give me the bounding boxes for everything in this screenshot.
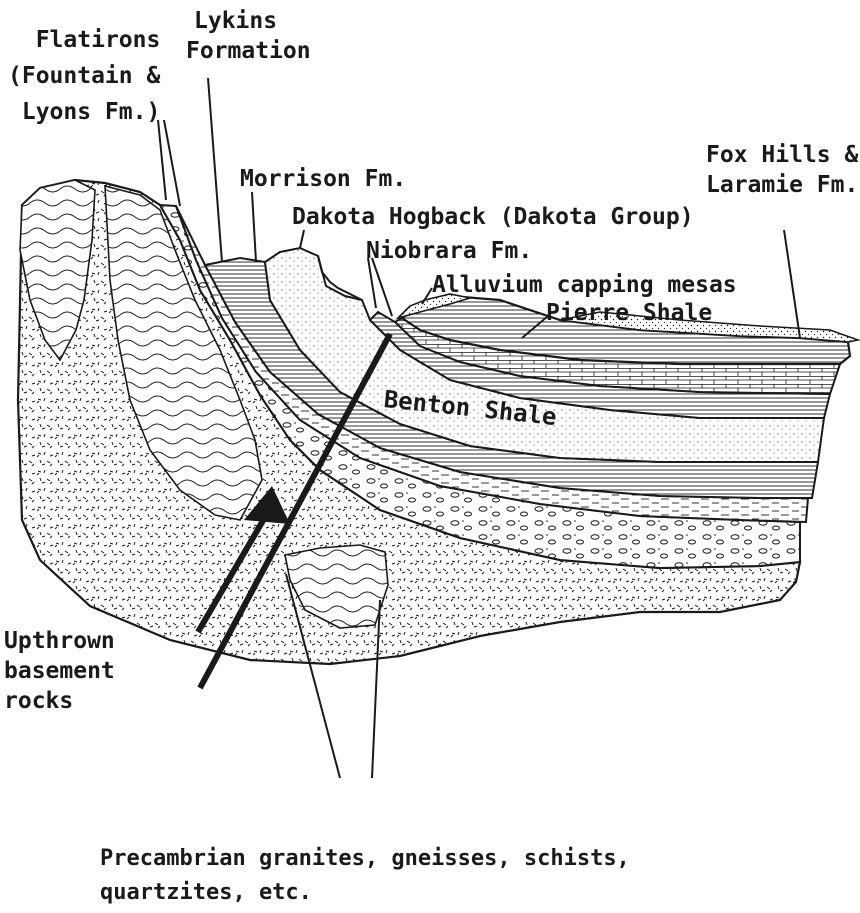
label-flatirons-line3: Lyons Fm.) bbox=[8, 94, 160, 130]
label-upthrown-line2: basement bbox=[4, 656, 115, 686]
label-lykins-line1: Lykins bbox=[172, 6, 311, 36]
label-flatirons-line2: (Fountain & bbox=[8, 58, 160, 94]
label-flatirons-line1: Flatirons bbox=[8, 22, 160, 58]
label-upthrown-line3: rocks bbox=[4, 686, 115, 716]
label-fox-hills-line2: Laramie Fm. bbox=[706, 170, 858, 200]
label-precambrian: Precambrian granites, gneisses, schists,… bbox=[100, 842, 630, 910]
label-lykins: Lykins Formation bbox=[172, 6, 311, 66]
label-upthrown-line1: Upthrown bbox=[4, 626, 115, 656]
label-fox-hills: Fox Hills & Laramie Fm. bbox=[706, 140, 858, 200]
label-pierre: Pierre Shale bbox=[546, 298, 712, 328]
label-precambrian-line2: quartzites, etc. bbox=[100, 876, 630, 910]
label-niobrara: Niobrara Fm. bbox=[366, 236, 532, 266]
label-upthrown: Upthrown basement rocks bbox=[4, 626, 115, 716]
label-morrison: Morrison Fm. bbox=[240, 164, 406, 194]
label-precambrian-line1: Precambrian granites, gneisses, schists, bbox=[100, 842, 630, 876]
label-alluvium: Alluvium capping mesas bbox=[432, 270, 737, 300]
label-fox-hills-line1: Fox Hills & bbox=[706, 140, 858, 170]
label-flatirons: Flatirons (Fountain & Lyons Fm.) bbox=[8, 22, 160, 130]
label-dakota: Dakota Hogback (Dakota Group) bbox=[292, 202, 694, 232]
label-lykins-line2: Formation bbox=[172, 36, 311, 66]
